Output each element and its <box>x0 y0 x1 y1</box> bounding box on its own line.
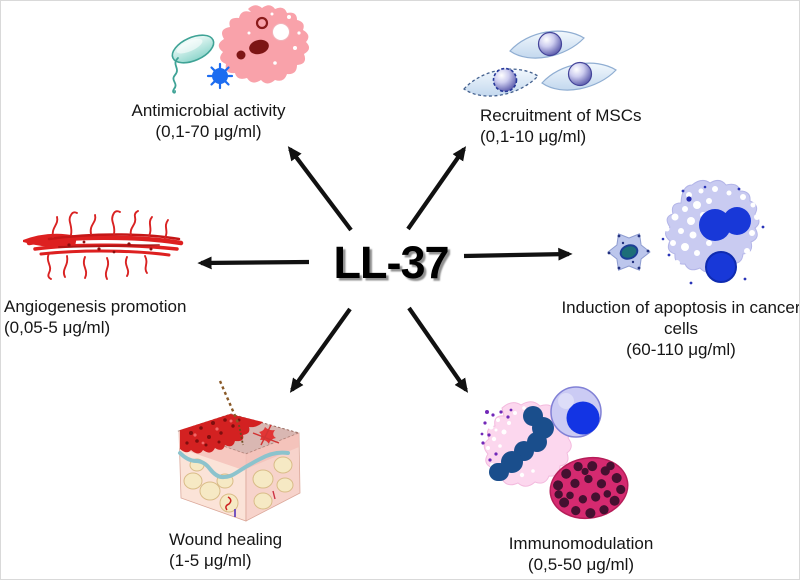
arrow-top-left-icon <box>287 146 353 232</box>
neutrophil-icon <box>480 401 572 487</box>
arrow-bottom-left-icon <box>289 307 352 393</box>
msc-cell-top <box>509 30 585 59</box>
bacterium-icon <box>171 34 215 94</box>
item-title: Immunomodulation <box>508 534 654 553</box>
skin-wound-cube-icon <box>177 380 301 522</box>
item-dose: (0,05-5 μg/ml) <box>4 318 111 337</box>
vessel-line <box>178 450 290 480</box>
apoptotic-cancer-cells-icon <box>607 179 765 285</box>
bacterium-virus-macrophage-icon <box>171 5 310 94</box>
immune-cells-icon <box>480 386 629 520</box>
eosinophil-icon <box>549 456 629 520</box>
center-peptide-label: LL-37 <box>333 237 449 288</box>
blood-vessel-network-icon <box>23 210 184 280</box>
arrow-right-icon <box>463 247 573 261</box>
item-title-line2: cells <box>663 319 698 338</box>
item-title: Wound healing <box>169 530 283 549</box>
macrophage-icon <box>218 5 310 84</box>
item-dose: (60-110 μg/ml) <box>626 340 736 359</box>
hair-shaft <box>218 380 241 426</box>
apoptotic-cell-small <box>607 233 651 271</box>
mesenchymal-stem-cells-icon <box>463 30 617 97</box>
hair-follicle <box>238 424 244 446</box>
item-dose: (0,5-50 μg/ml) <box>527 555 635 574</box>
arrow-bottom-right-icon <box>407 306 469 393</box>
virus-icon <box>206 62 234 90</box>
lymphocyte-icon <box>550 386 602 438</box>
arrow-top-right-icon <box>406 146 467 231</box>
apoptotic-cell-large <box>661 179 765 285</box>
item-title: Recruitment of MSCs <box>480 106 642 125</box>
item-dose: (0,1-10 μg/ml) <box>480 127 587 146</box>
label-wound-healing: Wound healing (1-5 μg/ml) <box>169 529 339 571</box>
label-angiogenesis-promotion: Angiogenesis promotion (0,05-5 μg/ml) <box>4 296 219 338</box>
item-title: Induction of apoptosis in cancer <box>561 298 800 317</box>
wound-patch <box>180 414 263 454</box>
neutrophil-nucleus <box>489 406 554 481</box>
item-title: Angiogenesis promotion <box>4 297 187 316</box>
item-dose: (0,1-70 μg/ml) <box>155 122 262 141</box>
arrow-left-icon <box>197 256 310 270</box>
label-antimicrobial-activity: Antimicrobial activity (0,1-70 μg/ml) <box>106 100 311 142</box>
label-induction-of-apoptosis: Induction of apoptosis in cancer cells (… <box>559 297 800 360</box>
item-title: Antimicrobial activity <box>131 101 286 120</box>
label-recruitment-of-mscs: Recruitment of MSCs (0,1-10 μg/ml) <box>480 105 670 147</box>
item-dose: (1-5 μg/ml) <box>169 551 252 570</box>
msc-cell-right <box>541 61 617 91</box>
msc-cell-left-dashed <box>463 67 540 97</box>
label-immunomodulation: Immunomodulation (0,5-50 μg/ml) <box>479 533 683 575</box>
